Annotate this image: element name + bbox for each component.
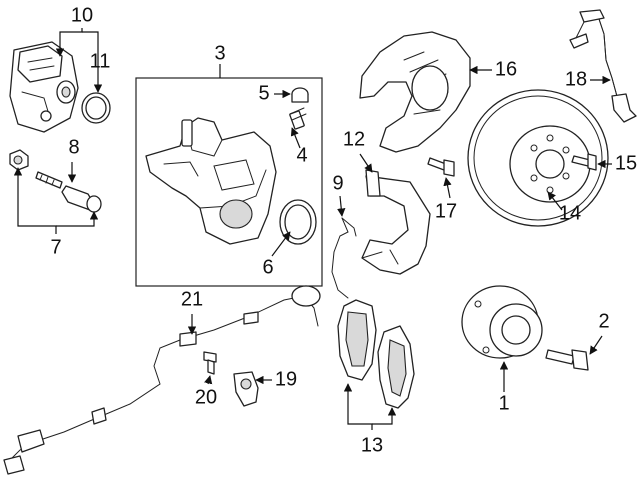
rotor-screw (571, 153, 597, 171)
callout-17: 17 (435, 200, 457, 222)
callout-16: 16 (495, 58, 517, 80)
callout-12: 12 (343, 128, 365, 150)
abs-sensor-harness (3, 285, 321, 475)
motor-seal-ring (81, 92, 111, 124)
brake-hose (569, 9, 637, 123)
brake-caliper (145, 117, 277, 245)
callout-labels: 1 2 3 4 5 6 7 8 9 10 11 12 13 14 15 16 1… (50, 4, 637, 456)
callout-2: 2 (598, 310, 609, 332)
brake-pad-set (337, 299, 415, 409)
wheel-hub-bearing (461, 285, 543, 359)
callout-8: 8 (68, 136, 79, 158)
callout-15: 15 (615, 152, 637, 174)
sensor-bolt (203, 351, 217, 375)
callout-11: 11 (90, 50, 111, 72)
anti-rattle-spring (331, 217, 357, 299)
caliper-group-box (135, 77, 323, 287)
guide-pin-kit (9, 149, 102, 213)
callout-14: 14 (559, 202, 581, 224)
bleeder-screw (289, 107, 307, 130)
callout-3: 3 (214, 42, 225, 64)
dust-shield (359, 31, 471, 153)
brake-rotor (467, 89, 609, 227)
callout-21: 21 (181, 288, 203, 310)
callout-1: 1 (498, 392, 509, 414)
callout-5: 5 (258, 82, 269, 104)
caliper-carrier (361, 169, 431, 275)
leader-lines (13, 28, 612, 430)
carrier-bolt (427, 157, 455, 177)
callout-4: 4 (296, 144, 307, 166)
callout-7: 7 (50, 236, 61, 258)
callout-18: 18 (565, 68, 587, 90)
abs-wheel-speed-sensor (233, 371, 259, 407)
callout-19: 19 (275, 368, 297, 390)
callout-20: 20 (195, 386, 217, 408)
parking-brake-motor (9, 41, 79, 133)
callout-9: 9 (332, 172, 343, 194)
callout-6: 6 (262, 256, 273, 278)
callout-10: 10 (71, 4, 93, 26)
hub-bolt (545, 349, 589, 371)
bleeder-cap (291, 87, 309, 103)
callout-13: 13 (361, 434, 383, 456)
